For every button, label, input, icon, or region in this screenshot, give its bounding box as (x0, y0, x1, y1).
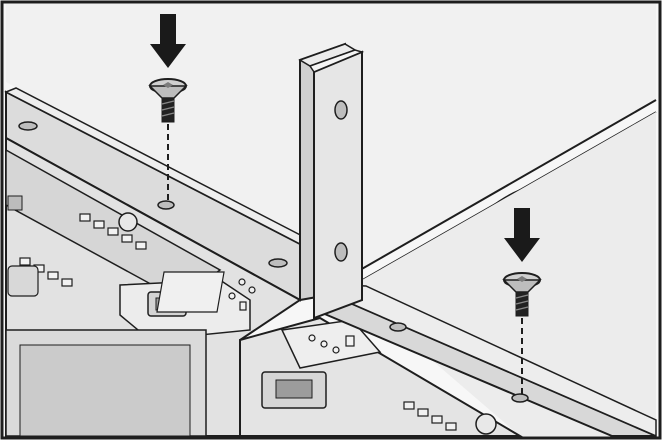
rail-hole (389, 322, 407, 332)
bracket-hole (334, 100, 348, 120)
left-screw-assembly (148, 14, 188, 200)
rail-hole (157, 200, 175, 210)
flat-head-screw-icon (148, 78, 188, 123)
right-connector-cluster (308, 334, 355, 354)
right-horizontal-rail (319, 283, 657, 438)
down-arrow-icon (150, 14, 186, 68)
flat-head-screw-icon (502, 272, 542, 317)
vertical-bracket (298, 42, 365, 320)
down-arrow-icon (504, 208, 540, 262)
rail-hole (511, 393, 529, 403)
connector-cluster (156, 271, 256, 313)
vent-grid (19, 213, 147, 287)
right-screw-assembly (502, 208, 542, 394)
rail-hole (18, 121, 38, 131)
right-vent-grid (403, 401, 457, 431)
round-knob (118, 212, 138, 232)
round-knob (475, 413, 497, 435)
rail-hole (268, 258, 288, 268)
right-device-chassis (239, 316, 524, 437)
bracket-hole (334, 242, 348, 262)
